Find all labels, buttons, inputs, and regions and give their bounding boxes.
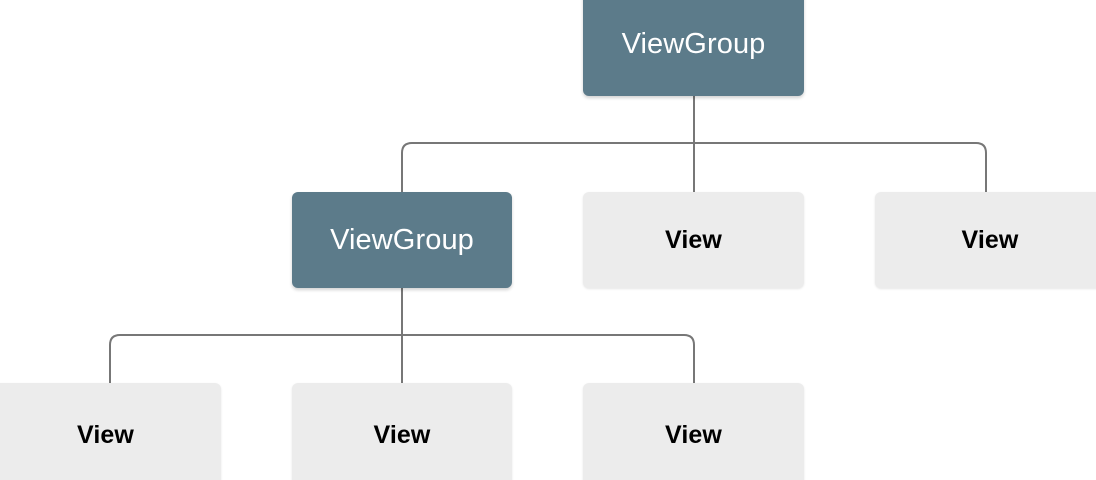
connector-bar-n1 [109, 334, 695, 383]
node-view-n5[interactable]: View [292, 383, 512, 480]
node-label: View [77, 420, 134, 449]
node-label: View [665, 225, 722, 254]
node-label: View [373, 420, 431, 449]
node-view-n4[interactable]: View [0, 383, 221, 480]
node-viewgroup-n1[interactable]: ViewGroup [292, 192, 512, 288]
node-label: View [961, 225, 1019, 254]
node-view-n6[interactable]: View [583, 383, 804, 480]
connector-bar-root [401, 142, 987, 192]
node-label: View [665, 420, 722, 449]
node-label: ViewGroup [330, 223, 474, 256]
node-label: ViewGroup [621, 27, 766, 60]
node-view-n3[interactable]: View [875, 192, 1096, 288]
node-viewgroup-root[interactable]: ViewGroup [583, 0, 804, 96]
node-view-n2[interactable]: View [583, 192, 804, 288]
